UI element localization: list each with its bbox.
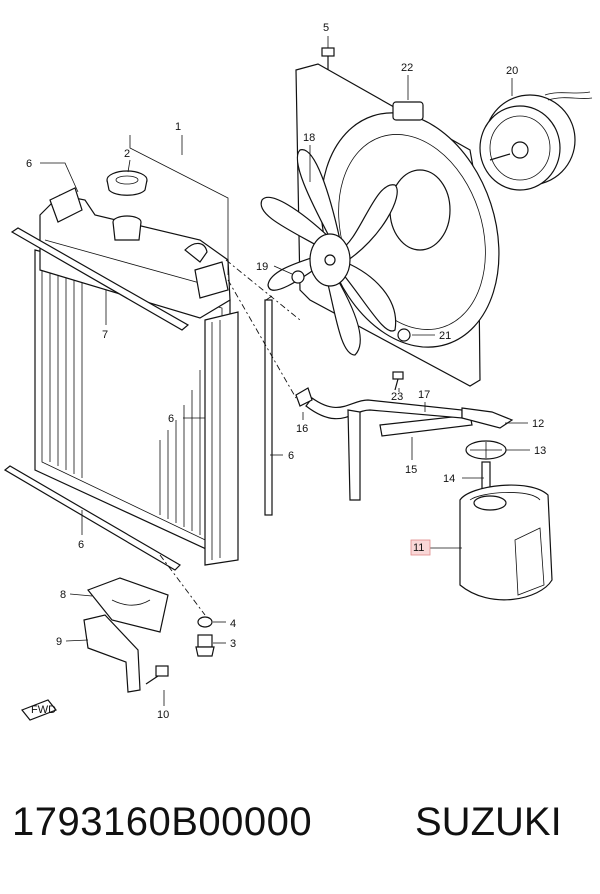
part-number: 1793160B00000 [12, 800, 313, 844]
radiator-assembly [34, 187, 239, 566]
brand-name: SUZUKI [415, 800, 562, 844]
callout-23: 23 [391, 391, 403, 403]
callout-9: 9 [56, 636, 62, 648]
callout-1: 1 [175, 121, 181, 133]
radiator-cap [106, 170, 148, 196]
callout-3: 3 [230, 638, 236, 650]
highlight-part-11 [410, 539, 431, 556]
callout-19: 19 [256, 261, 268, 273]
upper-seal-strip [10, 227, 190, 331]
callout-17: 17 [418, 389, 430, 401]
hose-clamp-16 [295, 387, 313, 407]
callout-21: 21 [439, 330, 451, 342]
assembly-guide-lines [159, 259, 301, 616]
callout-12: 12 [532, 418, 544, 430]
lower-seal-strip [3, 465, 181, 571]
mount-bracket-9 [83, 614, 141, 693]
vertical-seal-strip [264, 299, 273, 516]
leader-lines [40, 36, 530, 706]
bolt-23 [392, 371, 404, 391]
callout-16: 16 [296, 423, 308, 435]
callout-10: 10 [157, 709, 169, 721]
callout-13: 13 [534, 445, 546, 457]
forward-direction-badge: FWD [21, 699, 57, 721]
exploded-parts-diagram: FWD 1 [3, 22, 593, 721]
coolant-reservoir-tank [459, 484, 553, 601]
callout-6-mid: 6 [168, 413, 174, 425]
washer-4 [197, 616, 213, 628]
callout-4: 4 [230, 618, 236, 630]
callout-11: 11 [413, 542, 424, 554]
callout-8: 8 [60, 589, 66, 601]
callout-14: 14 [443, 473, 455, 485]
forward-badge-label: FWD [31, 704, 56, 716]
drain-plug-3 [195, 634, 215, 657]
callout-labels: 1 2 3 4 5 6 6 6 6 7 8 9 10 11 12 13 14 1… [26, 22, 546, 721]
reservoir-fitting-12 [461, 407, 514, 429]
callout-6-top: 6 [26, 158, 32, 170]
callout-18: 18 [303, 132, 315, 144]
callout-6-bottom: 6 [78, 539, 84, 551]
callout-5: 5 [323, 22, 329, 34]
mount-cushion-8 [87, 577, 169, 633]
callout-2: 2 [124, 148, 130, 160]
callout-22: 22 [401, 62, 413, 74]
cooling-fan-blades [260, 149, 398, 356]
fan-motor [479, 91, 593, 191]
callout-6-right: 6 [288, 450, 294, 462]
callout-15: 15 [405, 464, 417, 476]
reservoir-hose-15 [379, 414, 473, 437]
callout-7: 7 [102, 329, 108, 341]
bolt-21 [397, 328, 411, 342]
reservoir-cap-13 [465, 440, 507, 460]
bolt-10 [145, 665, 169, 685]
reservoir-hose-17 [305, 397, 463, 501]
bolt-19 [291, 270, 305, 284]
callout-20: 20 [506, 65, 518, 77]
